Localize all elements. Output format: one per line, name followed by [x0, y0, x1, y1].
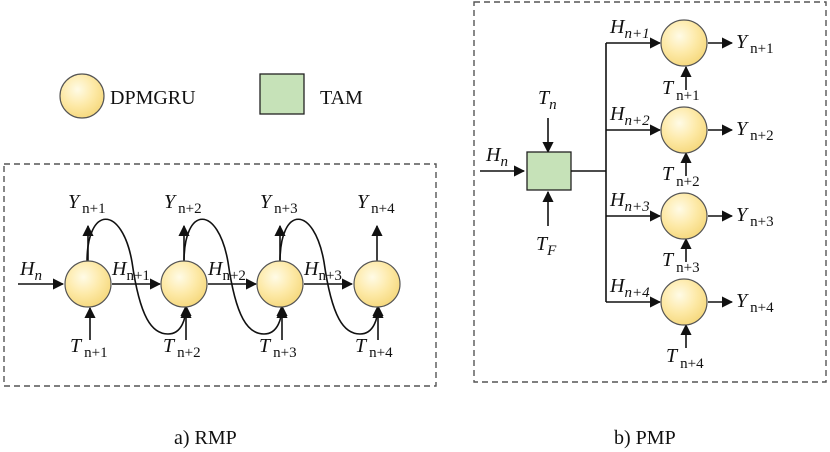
legend-tam-block [259, 73, 305, 115]
pmp-dpmgru-node-2 [660, 106, 708, 154]
pmp-branch-h-label-1: Hn+1 [609, 16, 650, 42]
rmp-skip-curve-1 [86, 218, 192, 335]
rmp-dpmgru-node-2 [160, 260, 208, 308]
rmp-dashed-frame [3, 163, 437, 387]
pmp-dpmgru-node-4 [660, 278, 708, 326]
rmp-hidden-label-1: Hn+1 [111, 258, 150, 284]
rmp-skip-curve-2 [183, 218, 288, 335]
rmp-dpmgru-node-4 [353, 260, 401, 308]
pmp-tf-label: TF [536, 233, 557, 259]
rmp-hidden-label-3: Hn+3 [303, 258, 342, 284]
pmp-dpmgru-node-1 [660, 19, 708, 67]
legend: DPMGRU TAM [59, 73, 363, 119]
pmp-caption: b) PMP [614, 427, 676, 449]
pmp-dpmgru-node-3 [660, 192, 708, 240]
rmp-caption: a) RMP [174, 427, 237, 449]
pmp-branch-h-label-3: Hn+3 [609, 189, 650, 215]
pmp-dashed-frame [473, 1, 827, 383]
pmp-branch-h-label-4: Hn+4 [609, 275, 650, 301]
rmp-input-h-label: Hn [19, 258, 42, 284]
pmp-branch-h-label-2: Hn+2 [609, 103, 650, 129]
rmp-dpmgru-node-1 [64, 260, 112, 308]
legend-tam-label: TAM [320, 87, 363, 109]
rmp-skip-curve-3 [279, 218, 384, 335]
legend-dpmgru-label: DPMGRU [110, 87, 196, 109]
rmp-dpmgru-node-3 [256, 260, 304, 308]
pmp-input-h-label: Hn [485, 144, 508, 170]
pmp-tam-block [526, 151, 572, 191]
pmp-tn-label: Tn [538, 87, 557, 113]
rmp-hidden-label-2: Hn+2 [207, 258, 246, 284]
legend-dpmgru-node [59, 73, 105, 119]
